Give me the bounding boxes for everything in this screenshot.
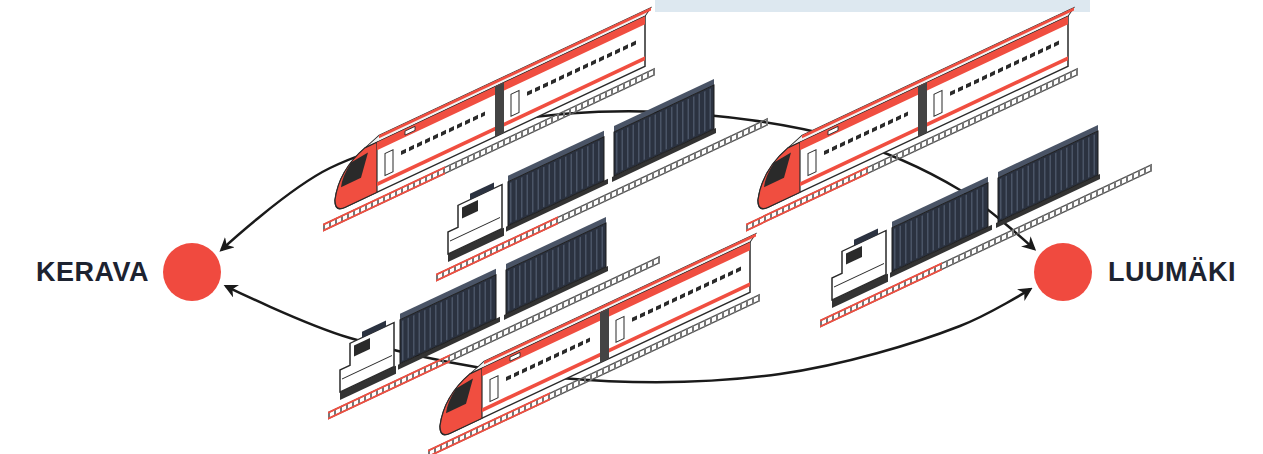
station-circle: KERAVA: [163, 243, 221, 301]
passenger-train: [428, 232, 760, 454]
freight-train: [820, 100, 1152, 327]
station-circle: LUUMÄKI: [1034, 243, 1092, 301]
header-panel: [655, 0, 1090, 12]
station-name: KERAVA: [36, 257, 149, 288]
station-name: LUUMÄKI: [1108, 257, 1236, 288]
